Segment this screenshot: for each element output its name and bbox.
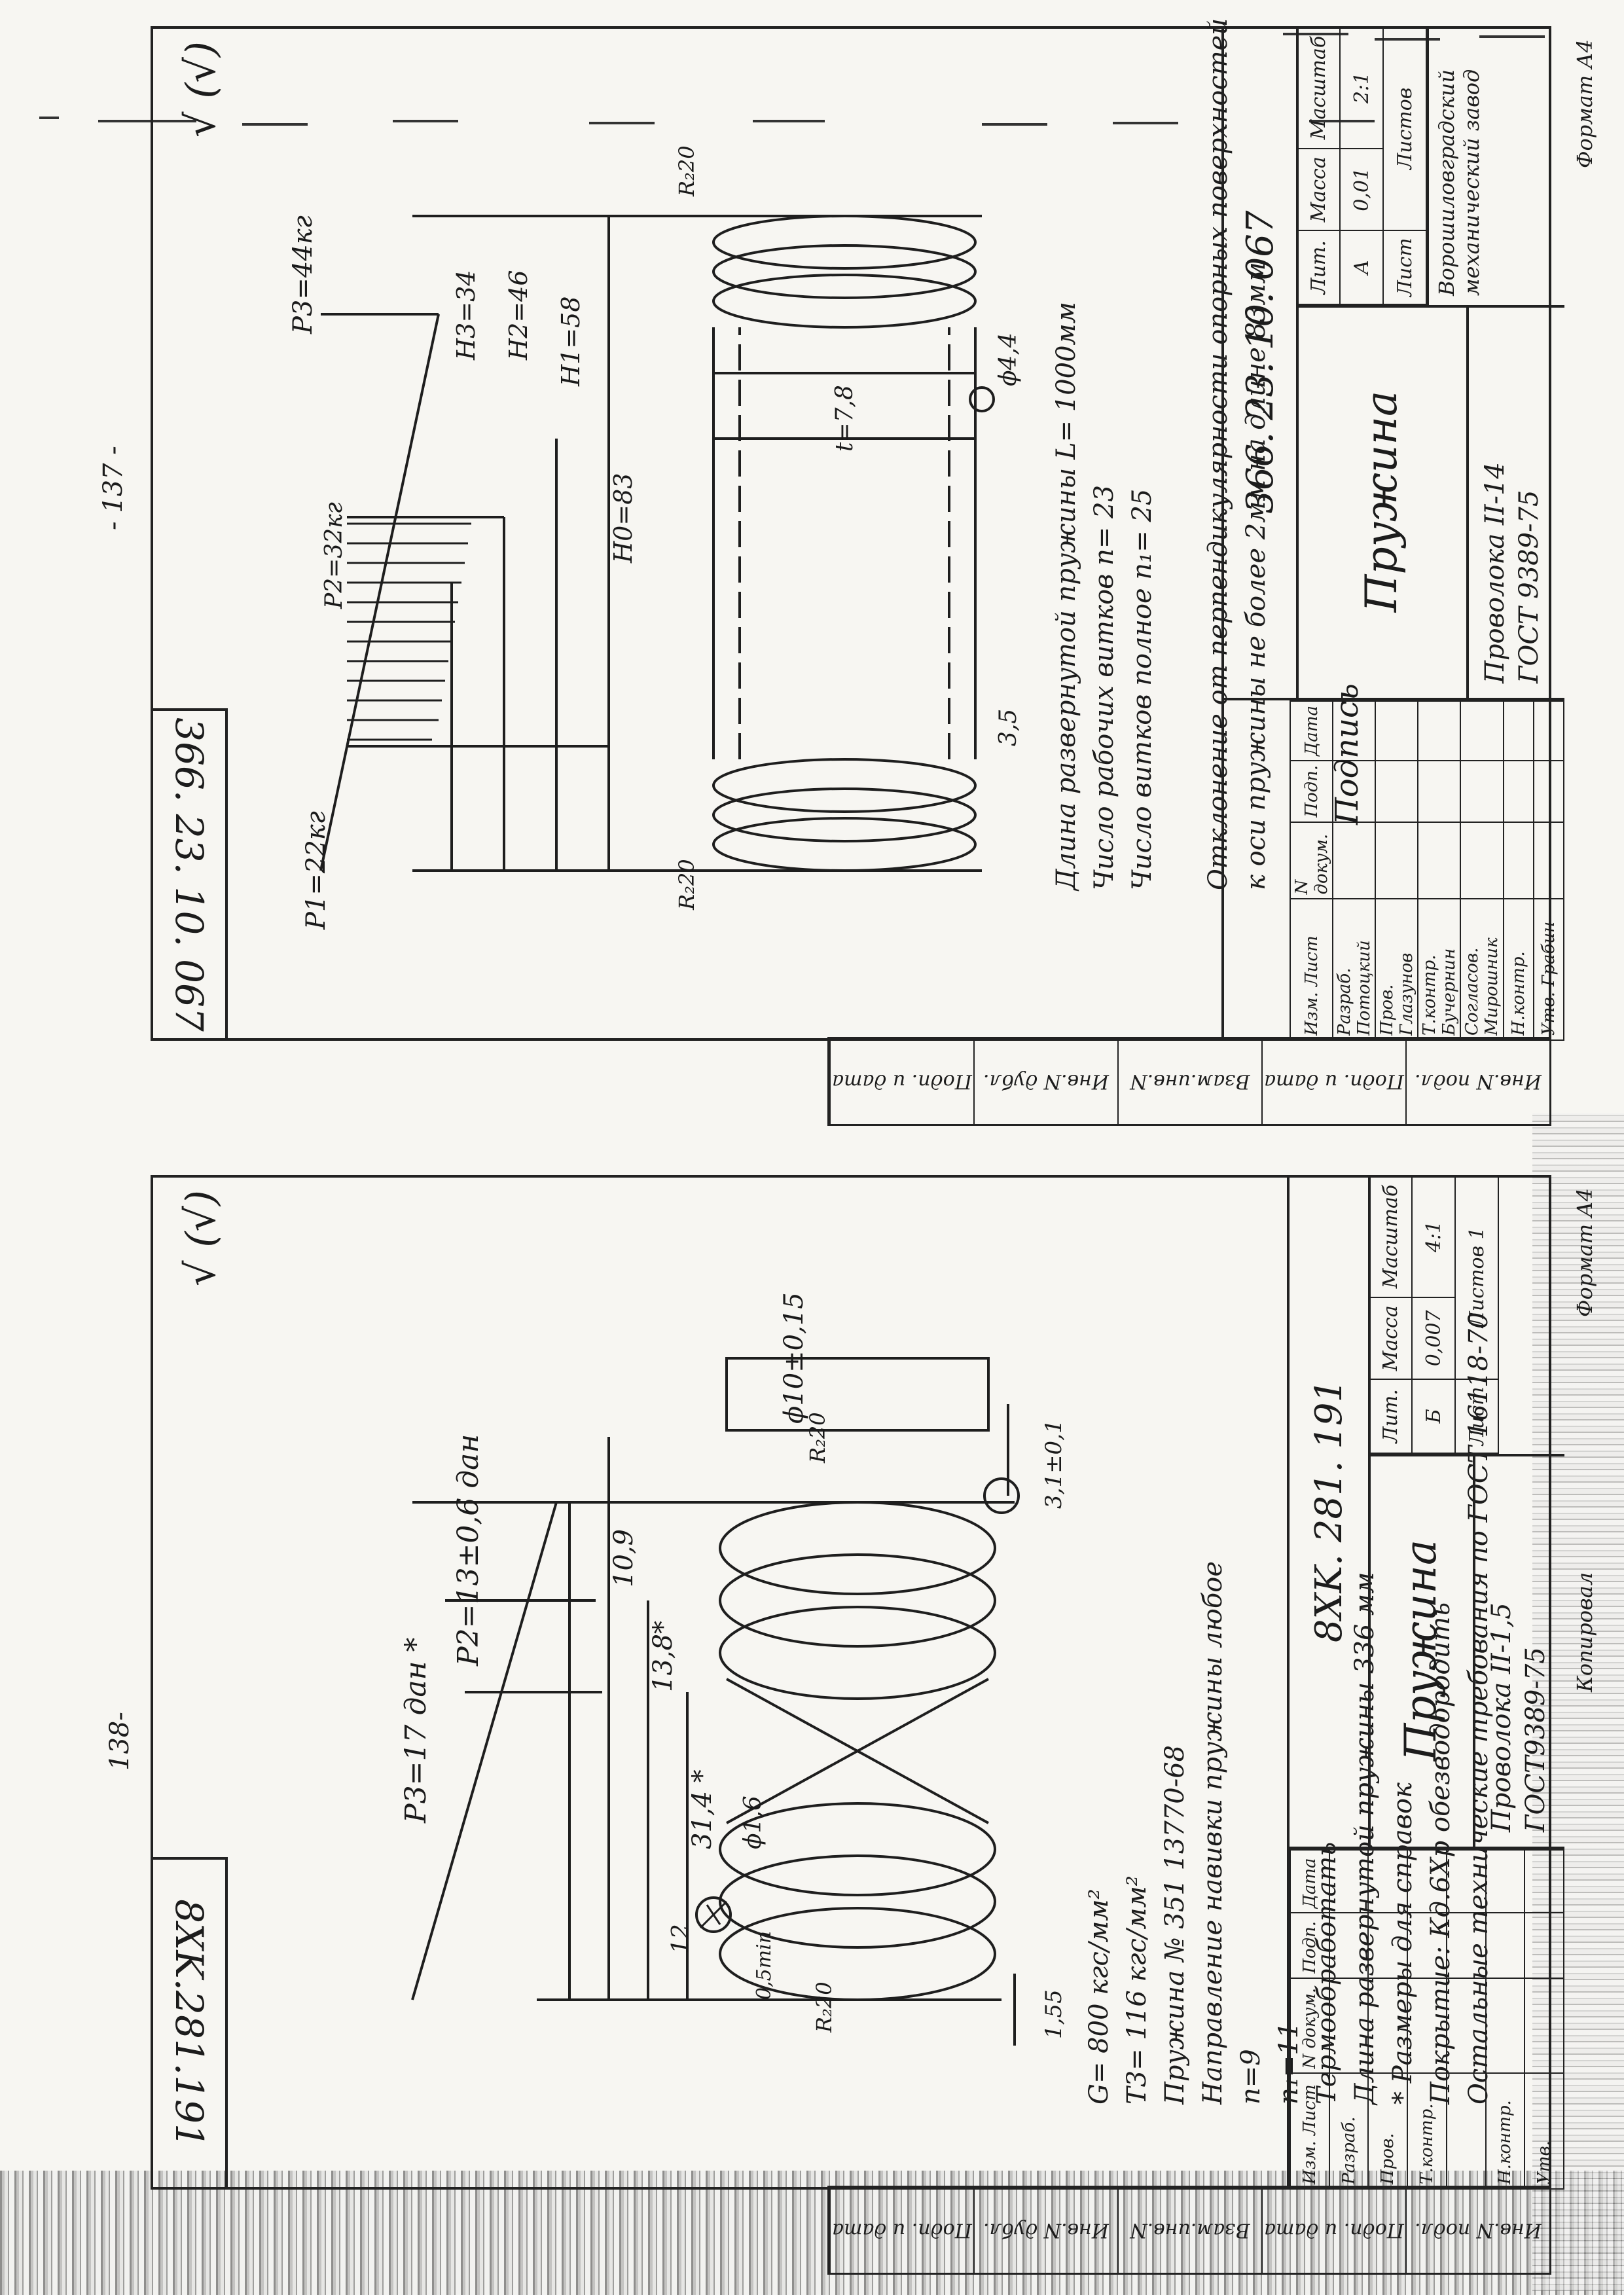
dim-h3: H3=34 xyxy=(452,270,480,360)
note-line: Т3= 116 кгс/мм² xyxy=(1122,1875,1152,2105)
side-strip-cell: Инв.N дубл. xyxy=(973,1039,1117,1124)
dim-h0: H0=83 xyxy=(609,473,638,563)
force-label-p3: P3=44кг xyxy=(288,215,318,334)
dim-h2: 13,8* xyxy=(648,1620,678,1692)
side-strip-cell: Инв.N подл. xyxy=(1405,1039,1549,1124)
side-strip-cell: Взам.инв.N xyxy=(1117,1039,1261,1124)
dim-t: t=7,8 xyxy=(831,385,858,452)
note-line xyxy=(1161,18,1199,890)
title-block-material: Проволока II-1,5 ГОСТ9389-75 xyxy=(1473,1456,1564,1849)
dim-bottom-left: 1,55 xyxy=(1041,1989,1067,2039)
dim-h2: H2=46 xyxy=(504,270,533,360)
scan-top-marks xyxy=(39,33,1545,126)
page-number: - 137 - xyxy=(98,446,128,530)
side-strip: Инв.N подл. Подп. и дата Взам.инв.N Инв.… xyxy=(827,1037,1551,1126)
wire-section xyxy=(695,1896,732,1933)
copied-label: Копировал xyxy=(1572,1572,1597,1692)
scan-shadow-right xyxy=(1532,1113,1624,2291)
dim-pitch: 3,5 xyxy=(995,708,1022,746)
scan-shadow-bottom xyxy=(0,2171,1624,2295)
note-line: Пружина № 351 13770-68 xyxy=(1160,1744,1190,2105)
dim-radius-right: R₂20 xyxy=(674,145,699,196)
title-block-code: 366. 23. 10. 067 xyxy=(1224,26,1299,700)
dim-radius-left: R₂20 xyxy=(674,859,699,910)
format-label: Формат А4 xyxy=(1572,39,1597,169)
note-line: Число рабочих витков n= 23 xyxy=(1089,484,1119,890)
side-strip-cell: Инв.N подл. xyxy=(1405,2188,1549,2273)
note-line: Число витков полное n₁= 25 xyxy=(1127,488,1157,890)
wire-section xyxy=(983,1477,1020,1514)
dim-gap: 0,5min xyxy=(753,1930,776,2000)
note-line: Длина развернутой пружины L= 1000мм xyxy=(1051,302,1081,890)
title-block-code: 8XK. 281. 191 xyxy=(1290,1175,1371,1849)
dim-outer-diameter: ϕ10±0,15 xyxy=(779,1292,809,1424)
dim-bottom-right: 3,1±0,1 xyxy=(1041,1419,1067,1509)
side-strip-cell: Подп. и дата xyxy=(1261,1039,1405,1124)
side-strip-cell: Подп. и дата xyxy=(829,2188,973,2273)
note-line: n=9 xyxy=(1236,2049,1266,2105)
dim-wire-diameter: ϕ4,4 xyxy=(995,333,1022,386)
dim-h1: H1=58 xyxy=(556,296,585,386)
title-block-material: Проволока II-14 ГОСТ 9389-75 xyxy=(1466,308,1564,700)
side-strip-cell: Взам.инв.N xyxy=(1117,2188,1261,2273)
dim-wire-diameter: ϕ1,6 xyxy=(740,1796,767,1849)
force-label-p2: P2=13±0,6 дан xyxy=(452,1434,485,1666)
side-strip: Инв.N подл. Подп. и дата Взам.инв.N Инв.… xyxy=(827,2186,1551,2275)
format-label: Формат А4 xyxy=(1572,1188,1597,1318)
force-label-p3: P3=17 дан * xyxy=(399,1637,433,1823)
title-block-part-name: Пружина xyxy=(1368,1454,1475,1849)
force-label-p1: P1=22кг xyxy=(301,811,331,930)
side-strip-cell: Инв.N дубл. xyxy=(973,2188,1117,2273)
dim-h3: 31,4 * xyxy=(687,1769,717,1849)
dim-pitch: 12 xyxy=(668,1924,695,1954)
wire-section xyxy=(969,386,995,412)
drawing-sheet-spring-large: Инв.N подл. Подп. и дата Взам.инв.N Инв.… xyxy=(98,18,1597,1126)
dim-radius-left: R₂20 xyxy=(812,1981,837,2033)
side-strip-cell: Подп. и дата xyxy=(829,1039,973,1124)
spring-coils xyxy=(712,215,977,872)
spring-coils xyxy=(719,1501,996,2001)
side-strip-cell: Подп. и дата xyxy=(1261,2188,1405,2273)
signature-label: Подпись xyxy=(1329,683,1365,825)
note-line: Направление навивки пружины любое xyxy=(1198,1561,1228,2105)
title-block-company: Ворошиловградский механический завод xyxy=(1427,26,1525,305)
spring-drawing xyxy=(411,1357,1020,2046)
title-block-part-name: Пружина xyxy=(1296,305,1469,700)
drawing-sheet-spring-small: Инв.N подл. Подп. и дата Взам.инв.N Инв.… xyxy=(105,1175,1597,2275)
spring-drawing xyxy=(319,215,995,872)
dim-h1: 10,9 xyxy=(609,1528,639,1587)
note-line: G= 800 кгс/мм² xyxy=(1084,1888,1114,2105)
page-number: 138- xyxy=(105,1712,135,1771)
force-label-p2: P2=32кг xyxy=(321,502,348,609)
